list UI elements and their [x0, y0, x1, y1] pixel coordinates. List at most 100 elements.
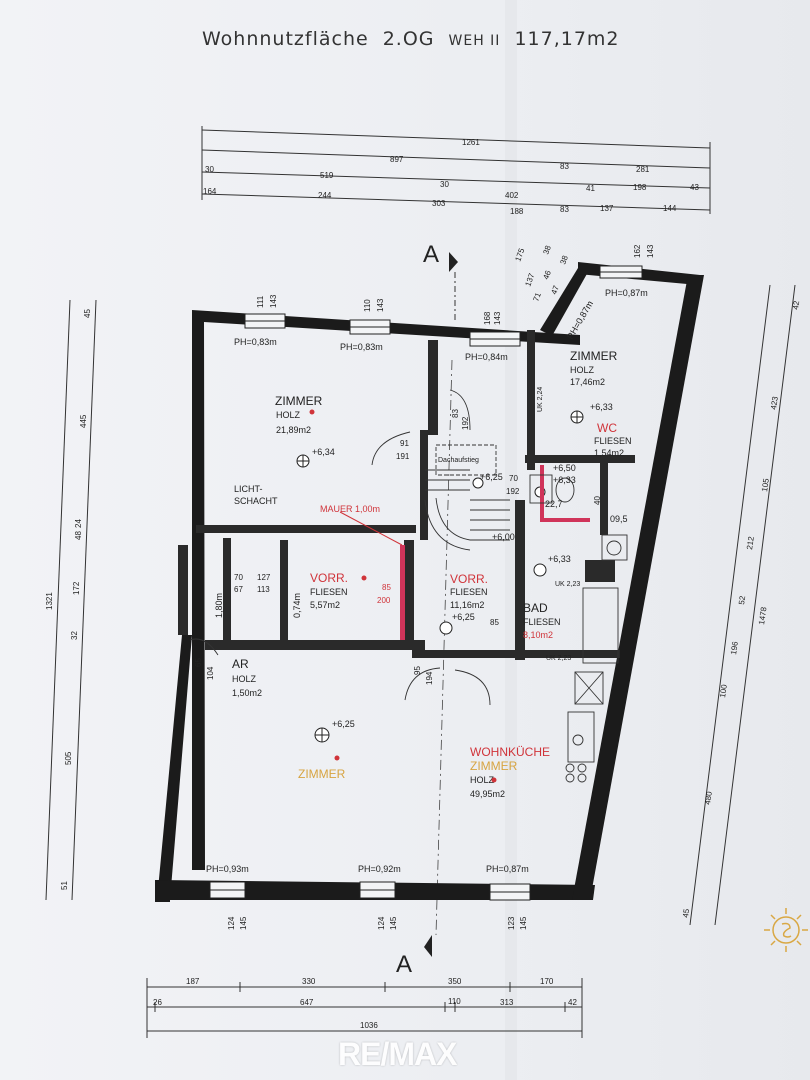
staircase [424, 444, 510, 551]
dim-bottom-110: 110 [448, 997, 461, 1006]
sun-logo [764, 908, 808, 952]
window-w8-a: 123 [507, 916, 516, 930]
window-w2-b: 143 [376, 298, 385, 312]
dim-top-164: 164 [203, 187, 217, 196]
dim-right-196: 196 [729, 640, 740, 655]
room-1-area: 21,89m2 [276, 425, 311, 435]
title-floor: 2.OG [382, 28, 435, 50]
room-ar-area: 1,50m2 [232, 688, 262, 698]
door-d12: 1,80m [214, 593, 224, 618]
dim-top-30b: 30 [440, 180, 449, 189]
room-vorr-2-floor: FLIESEN [450, 587, 488, 597]
room-kitchen-name: WOHNKÜCHE [470, 745, 550, 759]
room-vorr-1-name: VORR. [310, 571, 348, 585]
dim-top-188: 188 [510, 207, 524, 216]
door-d4-a: 85 [382, 583, 391, 592]
wc-level-2: +6,33 [553, 475, 576, 485]
room-zimmer-3-dot [334, 755, 340, 761]
room-vorr-2-name: VORR. [450, 572, 488, 586]
window-w7-a: 124 [377, 916, 386, 930]
door-d1-a: 83 [451, 409, 460, 418]
diag-dim-4: 46 [541, 269, 553, 281]
dim-top-1261: 1261 [462, 138, 480, 147]
dim-right-480: 480 [703, 790, 714, 805]
room-1-dot [309, 409, 315, 415]
dim-chains-bottom [146, 978, 583, 1038]
page-fold [505, 0, 517, 1080]
window-w2-a: 110 [363, 299, 372, 312]
uk-label-1: UK 2,23 [555, 581, 580, 588]
dim-bottom-26: 26 [153, 998, 162, 1007]
section-mark-top: A [423, 241, 439, 268]
door-d5-b: 67 [234, 585, 243, 594]
room-bad-floor: FLIESEN [523, 617, 561, 627]
dim-right-423: 423 [769, 395, 780, 410]
inner-walls [178, 330, 635, 660]
section-arrow-top [449, 252, 458, 272]
door-d2-b: 191 [396, 452, 410, 461]
section-arrow-bottom [424, 935, 432, 957]
dim-top-137: 137 [600, 204, 614, 213]
dachaufstieg-label: Dachaufstieg [438, 457, 479, 464]
dim-top-83: 83 [560, 162, 569, 171]
door-d3-b: 192 [506, 487, 520, 496]
room-bad-level: +6,33 [548, 554, 571, 564]
dim-bottom-350: 350 [448, 977, 462, 986]
mauer-label: MAUER 1,00m [320, 504, 380, 514]
door-d6-a: 127 [257, 573, 271, 582]
window-ph-5: PH=0,87m [565, 299, 595, 341]
window-w8-b: 145 [519, 916, 528, 930]
door-d4-b: 200 [377, 596, 391, 605]
door-d3-a: 70 [509, 474, 518, 483]
title-area: 117,17m2 [514, 28, 620, 50]
door-d7-b: 104 [206, 666, 215, 680]
wc-level-1: +6,50 [553, 463, 576, 473]
room-vorr-1-floor: FLIESEN [310, 587, 348, 597]
room-1-floor: HOLZ [276, 410, 301, 420]
dim-left-445: 445 [79, 414, 88, 428]
room-wc-area: 1,54m2 [594, 448, 624, 458]
room-bad-name: BAD [523, 601, 548, 615]
window-w1-a: 111 [256, 295, 265, 308]
remax-watermark: RE/MAX [338, 1036, 457, 1072]
dim-right-100: 100 [718, 683, 729, 698]
room-kitchen-floor: HOLZ [470, 775, 495, 785]
window-w6-a: 124 [227, 916, 236, 930]
dim-bottom-330: 330 [302, 977, 316, 986]
door-d6-b: 113 [257, 585, 270, 594]
dim-left-48: 48 [74, 531, 83, 540]
room-bad-area: 8,10m2 [523, 630, 553, 640]
uk-label-2: UK 2,23 [546, 655, 571, 662]
room-vorr-1-dot [361, 575, 367, 581]
mauer-pointer [339, 511, 403, 546]
dim-left-24: 24 [74, 519, 83, 528]
room-zimmer-3-name: ZIMMER [298, 767, 346, 781]
dim-left-32: 32 [70, 631, 79, 640]
dim-bottom-170: 170 [540, 977, 554, 986]
room-1-level: +6,34 [312, 447, 335, 457]
door-labels: 83 192 91 191 70 192 85 200 70 67 127 11… [194, 409, 628, 685]
window-w4-a: 162 [633, 244, 642, 258]
red-walls [400, 465, 590, 640]
diag-dim-5: 38 [558, 254, 570, 266]
window-w4-b: 143 [646, 244, 655, 258]
room-kitchen-dot [491, 777, 497, 783]
dim-right-212: 212 [745, 535, 756, 550]
door-d1-b: 192 [461, 416, 470, 430]
dim-top-402: 402 [505, 191, 519, 200]
dim-bottom-42: 42 [568, 998, 577, 1007]
window-ph-6: PH=0,93m [206, 864, 249, 874]
door-d7-a: 65 [194, 658, 203, 667]
door-d11-b: 09,5 [610, 514, 628, 524]
room-2-floor: HOLZ [570, 365, 595, 375]
title-label: Wohnnutzfläche [202, 28, 369, 50]
stair-level: +6,25 [480, 472, 503, 482]
door-d13: 0,74m [292, 593, 302, 618]
dim-right-42: 42 [791, 300, 801, 311]
room-2-name: ZIMMER [570, 349, 618, 363]
window-ph-3: PH=0,84m [465, 352, 508, 362]
room-ar-floor: HOLZ [232, 674, 257, 684]
room-1-name: ZIMMER [275, 394, 323, 408]
room-vorr-2-level: +6,25 [452, 612, 475, 622]
dim-top-43: 43 [690, 183, 699, 192]
